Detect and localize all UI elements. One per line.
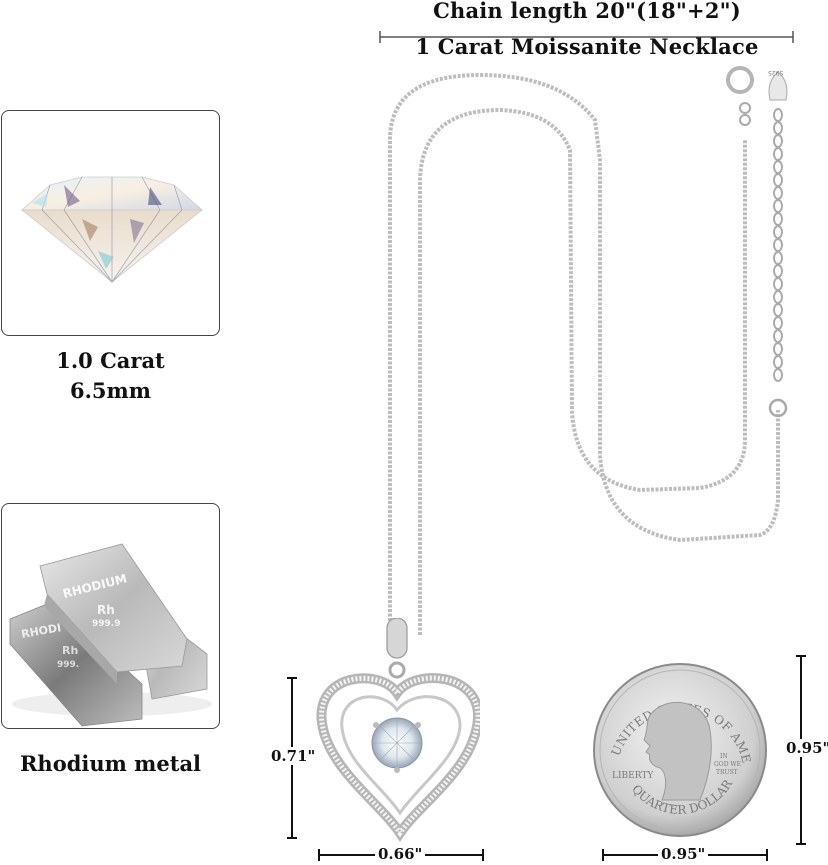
quarter-coin-image: UNITED STATES OF AMERICA QUARTER DOLLAR …	[590, 660, 770, 840]
svg-text:LIBERTY: LIBERTY	[612, 771, 654, 781]
heart-pendant-image	[310, 618, 480, 848]
svg-text:TRUST: TRUST	[716, 769, 738, 776]
chain-length-title: Chain length 20"(18"+2")	[433, 0, 741, 23]
moissanite-stone-image	[20, 176, 204, 283]
chain-length-dimension-line	[379, 31, 794, 43]
s925-tag: S925	[768, 69, 784, 76]
rhodium-card: RHODI Rh 999. RHODIUM Rh 999.9	[1, 503, 220, 729]
svg-text:Rh: Rh	[62, 644, 78, 657]
coin-height-label: 0.95"	[783, 739, 828, 757]
pendant-height-label: 0.71"	[268, 747, 319, 765]
rhodium-bars-image: RHODI Rh 999. RHODIUM Rh 999.9	[9, 543, 212, 727]
stone-card	[1, 110, 220, 336]
svg-text:GOD WE: GOD WE	[714, 761, 741, 768]
svg-text:IN: IN	[720, 753, 728, 760]
svg-text:Rh: Rh	[97, 603, 115, 617]
necklace-chain-image	[360, 60, 820, 640]
svg-text:999.: 999.	[57, 660, 79, 670]
rhodium-caption: Rhodium metal	[19, 751, 202, 776]
carat-caption: 1.0 Carat	[56, 348, 165, 373]
size-caption: 6.5mm	[70, 378, 151, 403]
svg-text:999.9: 999.9	[92, 619, 120, 629]
coin-width-label: 0.95"	[658, 845, 709, 863]
pendant-width-label: 0.66"	[375, 845, 426, 863]
product-title: 1 Carat Moissanite Necklace	[415, 34, 759, 59]
